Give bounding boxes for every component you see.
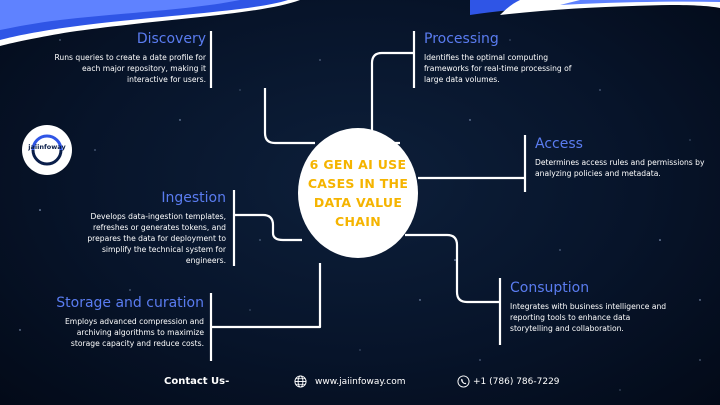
ingestion-connector — [234, 213, 302, 242]
logo-ring-icon — [31, 134, 63, 166]
discovery-title: Discovery — [136, 31, 206, 47]
center-title: 6 GEN AI USE CASES IN THE DATA VALUE CHA… — [307, 157, 409, 229]
ingestion-description: Develops data-ingestion templates, refre… — [87, 212, 226, 265]
phone-icon — [457, 375, 470, 388]
storage-block: Storage and curation Employs advanced co… — [30, 295, 204, 349]
consuption-description: Integrates with business intelligence an… — [510, 302, 667, 333]
phone-number[interactable]: +1 (786) 786-7229 — [473, 377, 560, 387]
access-description: Determines access rules and permissions … — [535, 158, 705, 178]
website-link[interactable]: www.jaiinfoway.com — [315, 377, 406, 387]
access-block: Access Determines access rules and permi… — [535, 136, 705, 179]
storage-description: Employs advanced compression and archivi… — [65, 317, 204, 348]
discovery-description: Runs queries to create a date profile fo… — [54, 53, 206, 84]
processing-description: Identifies the optimal computing framewo… — [424, 53, 572, 84]
consuption-title: Consuption — [510, 280, 590, 296]
discovery-connector — [263, 88, 315, 145]
access-title: Access — [535, 136, 583, 152]
footer: Contact Us- www.jaiinfoway.com +1 (786) … — [0, 374, 720, 392]
logo-text: jaiinfoway — [28, 143, 66, 151]
company-logo: jaiinfoway — [22, 125, 72, 175]
globe-icon — [294, 375, 307, 388]
contact-label: Contact Us- — [164, 376, 230, 387]
center-circle: 6 GEN AI USE CASES IN THE DATA VALUE CHA… — [298, 128, 418, 258]
storage-title: Storage and curation — [56, 295, 204, 311]
processing-block: Processing Identifies the optimal comput… — [424, 31, 592, 85]
consuption-block: Consuption Integrates with business inte… — [510, 280, 670, 334]
ingestion-block: Ingestion Develops data-ingestion templa… — [66, 190, 226, 266]
consuption-connector — [405, 233, 500, 304]
top-wave-decoration — [0, 0, 720, 46]
ingestion-title: Ingestion — [161, 190, 226, 206]
processing-title: Processing — [424, 31, 499, 47]
storage-connector — [211, 263, 322, 329]
processing-connector — [370, 51, 414, 145]
discovery-block: Discovery Runs queries to create a date … — [48, 31, 206, 85]
